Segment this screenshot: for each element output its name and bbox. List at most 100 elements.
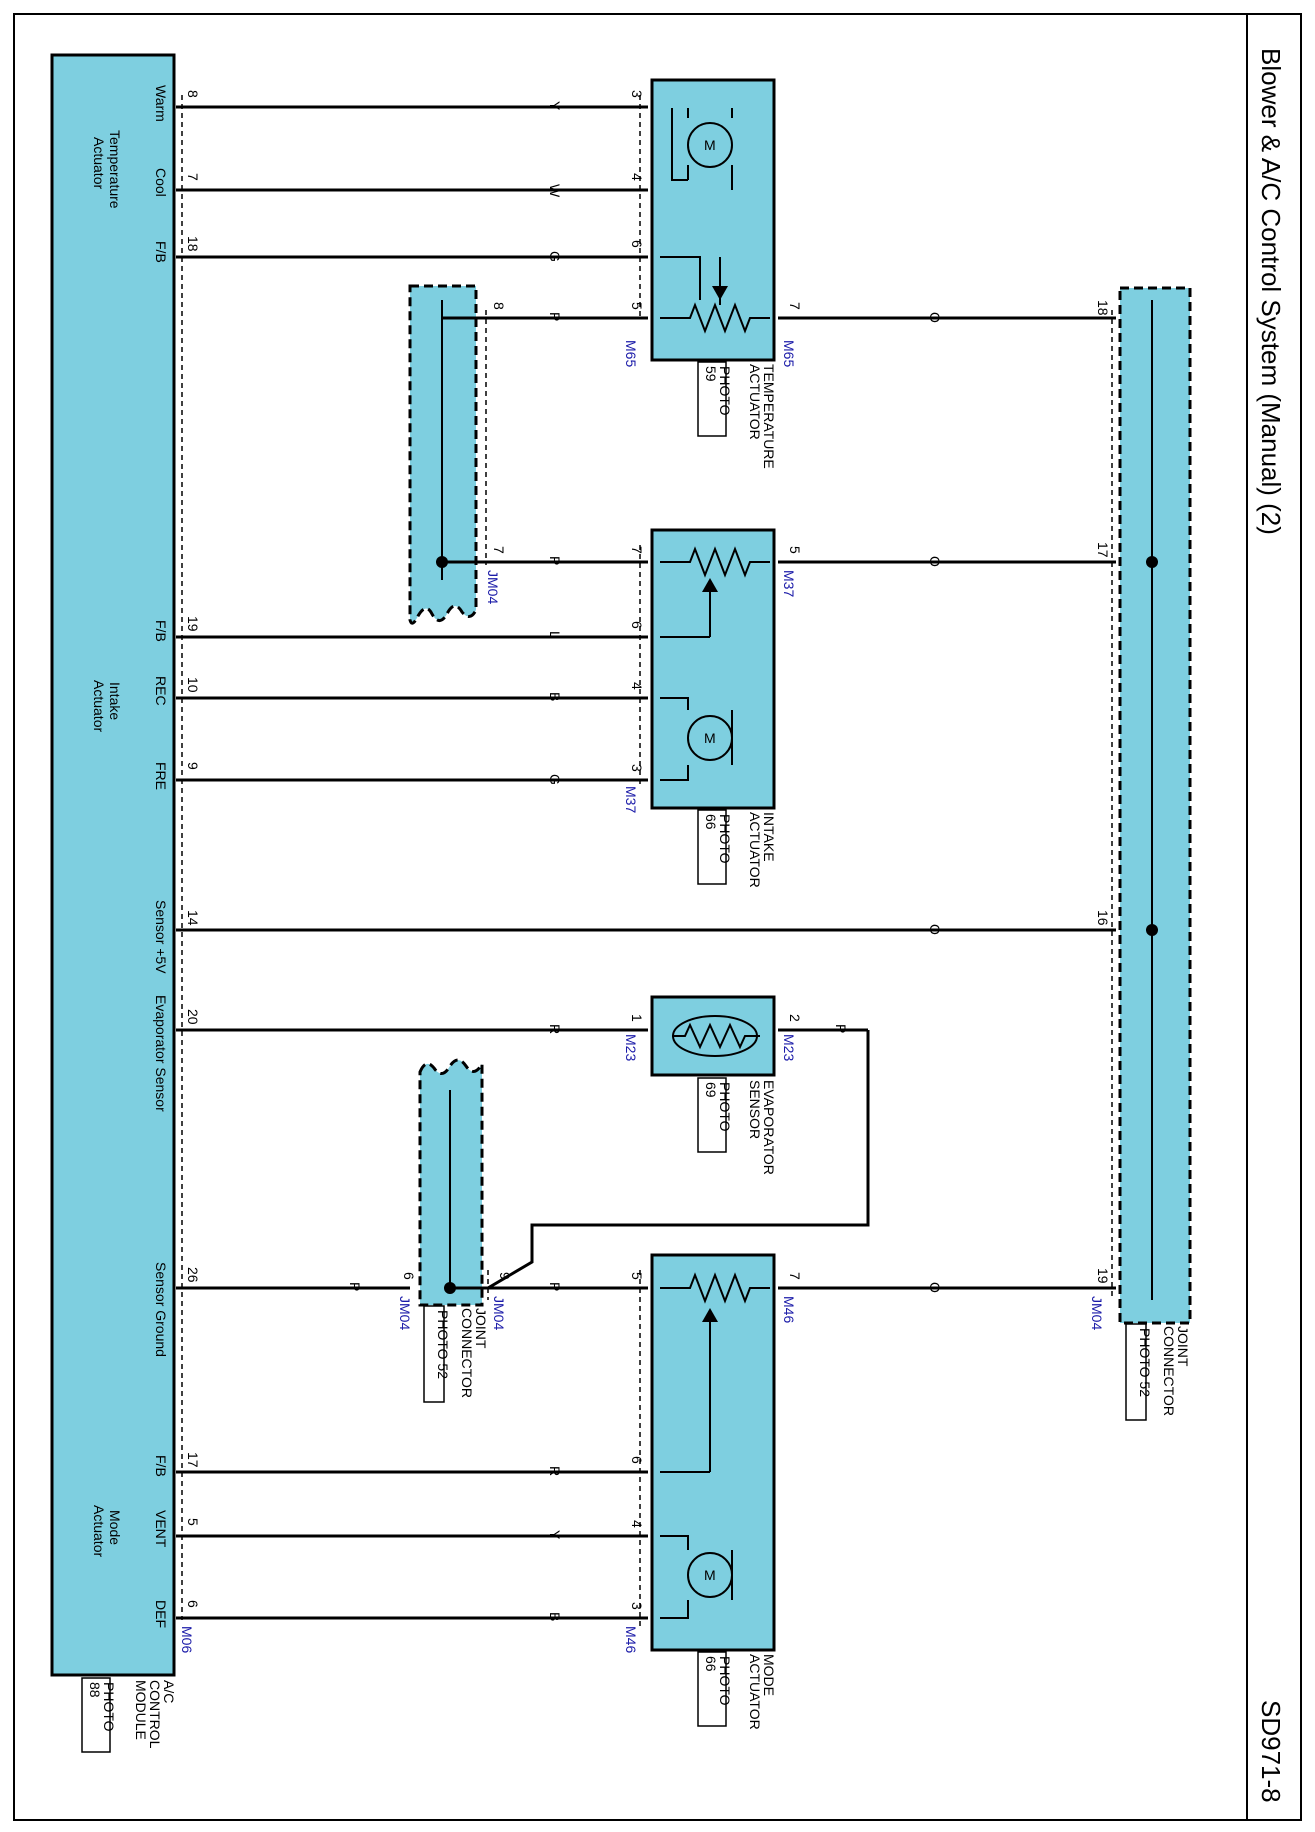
- joint-wires: [442, 316, 1116, 1290]
- pin-number: 26: [185, 1267, 201, 1283]
- wire-code: O: [927, 312, 943, 323]
- module-wires: [176, 105, 1116, 1620]
- group-mode-label: Actuator: [91, 1505, 107, 1557]
- pin-label: Sensor +5V: [153, 900, 169, 974]
- connector-id: M65: [623, 340, 639, 367]
- photo-label: 66: [703, 1656, 719, 1672]
- pin-number: 2: [787, 1014, 803, 1022]
- pin-number: 9: [185, 762, 201, 770]
- component-name: JOINT: [473, 1308, 489, 1349]
- pin-number: 18: [1095, 300, 1111, 316]
- intake-motor-label: M: [704, 730, 716, 746]
- photo-label: PHOTO: [717, 814, 733, 864]
- photo-label: PHOTO: [717, 1656, 733, 1706]
- pin-number: 7: [629, 546, 645, 554]
- photo-label: 59: [703, 366, 719, 382]
- pin-number: 9: [497, 1272, 513, 1280]
- pin-number: 5: [787, 546, 803, 554]
- pin-label: FRE: [153, 762, 169, 790]
- photo-label: PHOTO: [101, 1682, 117, 1732]
- component-name: A/C: [161, 1680, 177, 1703]
- pin-number: 6: [185, 1600, 201, 1608]
- pin-number: 4: [629, 682, 645, 690]
- connector-id: M46: [781, 1296, 797, 1323]
- actuator-pin-numbers: 3 4 6 5 7 18 8 7 7 5 17 6 4 3 16 1 2 6 9…: [401, 90, 1111, 1610]
- temp-actuator-internals: [660, 108, 770, 334]
- connector-id: M46: [623, 1626, 639, 1653]
- connector-ids: M65 M65 JM04 M37 M37 M23 M23 JM04 JM04 M…: [179, 340, 1105, 1653]
- wire-code: B: [547, 1612, 563, 1621]
- pin-number: 8: [491, 302, 507, 310]
- wire-code: B: [547, 692, 563, 701]
- pin-number: 7: [185, 173, 201, 181]
- page-title: Blower & A/C Control System (Manual) (2): [1256, 48, 1286, 535]
- connector-id: JM04: [491, 1296, 507, 1330]
- module-pin-labels: Warm Cool F/B F/B REC FRE Sensor +5V Eva…: [153, 85, 169, 1628]
- module-pin-numbers: 8 7 18 19 10 9 14 20 26 17 5 6: [185, 90, 201, 1608]
- pin-number: 19: [185, 616, 201, 632]
- component-name: SENSOR: [747, 1080, 763, 1139]
- wire-code: Y: [547, 101, 563, 111]
- pin-label: Warm: [153, 85, 169, 122]
- pin-number: 7: [491, 546, 507, 554]
- temp-wiper-arrow: [712, 286, 728, 300]
- pin-label: F/B: [153, 241, 169, 263]
- photo-label: 88: [87, 1682, 103, 1698]
- connector-id: JM04: [397, 1296, 413, 1330]
- pin-number: 8: [185, 90, 201, 98]
- wire-code: W: [547, 184, 563, 198]
- photo-label: 66: [703, 814, 719, 830]
- photo-label: PHOTO: [717, 366, 733, 416]
- component-name: INTAKE: [761, 812, 777, 862]
- component-name: CONNECTOR: [1161, 1326, 1177, 1416]
- wire-code: R: [547, 1024, 563, 1034]
- pin-number: 7: [787, 1272, 803, 1280]
- joint-connector-right: [1118, 286, 1192, 1325]
- page-code: SD971-8: [1256, 1700, 1286, 1803]
- wire-code: G: [547, 774, 563, 785]
- pin-label: Sensor Ground: [153, 1262, 169, 1357]
- pin-number: 3: [629, 764, 645, 772]
- wire-code: P: [347, 1282, 363, 1291]
- component-name: EVAPORATOR: [761, 1080, 777, 1175]
- group-temp-label: Actuator: [91, 137, 107, 189]
- pin-number: 6: [629, 240, 645, 248]
- pin-label: F/B: [153, 1455, 169, 1477]
- connector-id: M65: [781, 340, 797, 367]
- pin-number: 19: [1095, 1268, 1111, 1284]
- wire-code: O: [927, 1282, 943, 1293]
- pin-label: REC: [153, 676, 169, 706]
- connector-id: JM04: [485, 570, 501, 604]
- pin-label: F/B: [153, 620, 169, 642]
- wire-code: G: [547, 251, 563, 262]
- wire-code: P: [547, 556, 563, 565]
- intake-actuator-internals: [660, 546, 770, 781]
- pin-number: 5: [185, 1518, 201, 1526]
- intake-wiper-arrow: [702, 578, 718, 592]
- pin-number: 17: [1095, 542, 1111, 558]
- pin-number: 6: [401, 1272, 417, 1280]
- pin-number: 3: [629, 90, 645, 98]
- pin-label: DEF: [153, 1600, 169, 1628]
- connector-id: M06: [179, 1626, 195, 1653]
- photo-label: PHOTO: [717, 1082, 733, 1132]
- pin-label: VENT: [153, 1510, 169, 1548]
- wire-code: P: [833, 1024, 849, 1033]
- photo-label: PHOTO 52: [1137, 1328, 1153, 1397]
- group-intake-label: Actuator: [91, 680, 107, 732]
- component-name: TEMPERATURE: [761, 364, 777, 469]
- pin-label: Cool: [153, 168, 169, 197]
- pin-number: 6: [629, 1456, 645, 1464]
- component-labels: TEMPERATURE ACTUATOR PHOTO 59 INTAKE ACT…: [81, 361, 1191, 1753]
- wire-code: R: [547, 1466, 563, 1476]
- wire-code: P: [547, 1282, 563, 1291]
- component-name: CONNECTOR: [459, 1308, 475, 1398]
- intake-actuator: [650, 528, 776, 810]
- pin-number: 17: [185, 1452, 201, 1468]
- wire-color-codes: Y W G P O P O L B G O R P P P O R Y B: [347, 101, 943, 1621]
- pin-label: Evaporator Sensor: [153, 995, 169, 1112]
- wire-code: L: [547, 631, 563, 639]
- mode-motor-label: M: [704, 1567, 716, 1583]
- component-name: ACTUATOR: [747, 364, 763, 440]
